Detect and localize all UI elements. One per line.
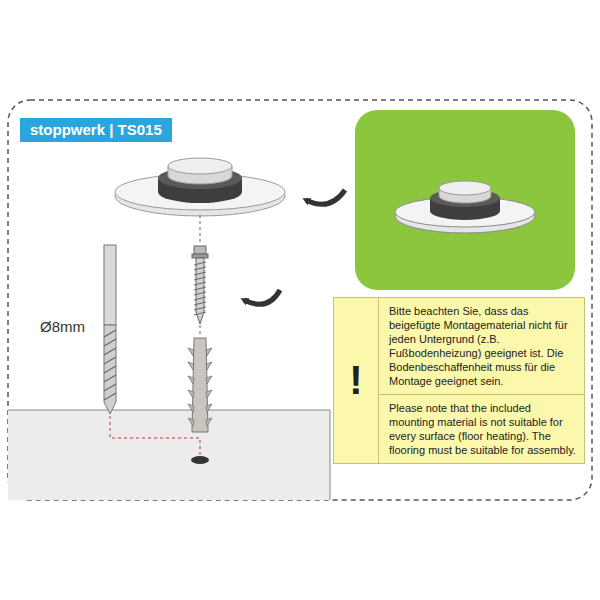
warning-text: Bitte beachten Sie, dass das beigefügte … — [379, 298, 584, 394]
stroke — [104, 357, 116, 364]
warning-box: !Bitte beachten Sie, dass das beigefügte… — [333, 297, 585, 464]
stroke — [194, 287, 206, 290]
stroke — [194, 302, 206, 305]
plug-fin — [188, 418, 212, 426]
stroke — [194, 312, 206, 315]
plug-fin — [188, 404, 212, 412]
stroke — [194, 307, 206, 310]
stroke — [104, 339, 116, 346]
stroke — [194, 282, 206, 285]
stroke — [194, 297, 206, 300]
stroke — [104, 330, 116, 337]
drill-hole — [191, 456, 209, 464]
stroke — [194, 277, 206, 280]
rotate-arrow — [244, 290, 280, 304]
stroke — [194, 262, 206, 265]
rotate-arrow — [306, 190, 345, 204]
dashed-frame — [8, 100, 592, 500]
dimension-label: Ø8mm — [40, 318, 85, 335]
stroke — [194, 292, 206, 295]
axis-line — [200, 325, 201, 335]
result-panel — [355, 110, 575, 290]
wall-plug — [188, 338, 212, 432]
plug-fin — [188, 376, 212, 384]
stroke — [104, 384, 116, 391]
brand-name: stoppwerk | TS015 — [30, 121, 162, 138]
stroke — [194, 272, 206, 275]
plug-fin — [188, 390, 212, 398]
stroke — [104, 393, 116, 400]
warning-text-column: Bitte beachten Sie, dass das beigefügte … — [379, 298, 584, 463]
plug-fin — [188, 362, 212, 370]
floor — [8, 410, 330, 500]
guide-line — [110, 416, 200, 455]
stroke — [194, 267, 206, 270]
stopper — [115, 158, 285, 216]
screw — [192, 246, 208, 324]
axis-line — [200, 215, 201, 245]
warning-text: Please note that the included mounting m… — [379, 394, 584, 463]
stroke — [104, 375, 116, 382]
stroke — [104, 366, 116, 373]
stopper-assembled — [395, 181, 535, 233]
stroke — [104, 348, 116, 355]
warning-sign: ! — [334, 298, 379, 463]
floor-edge — [8, 410, 330, 500]
drill-bit — [104, 245, 116, 414]
plug-fin — [188, 348, 212, 356]
brand-tag: stoppwerk | TS015 — [20, 118, 172, 142]
